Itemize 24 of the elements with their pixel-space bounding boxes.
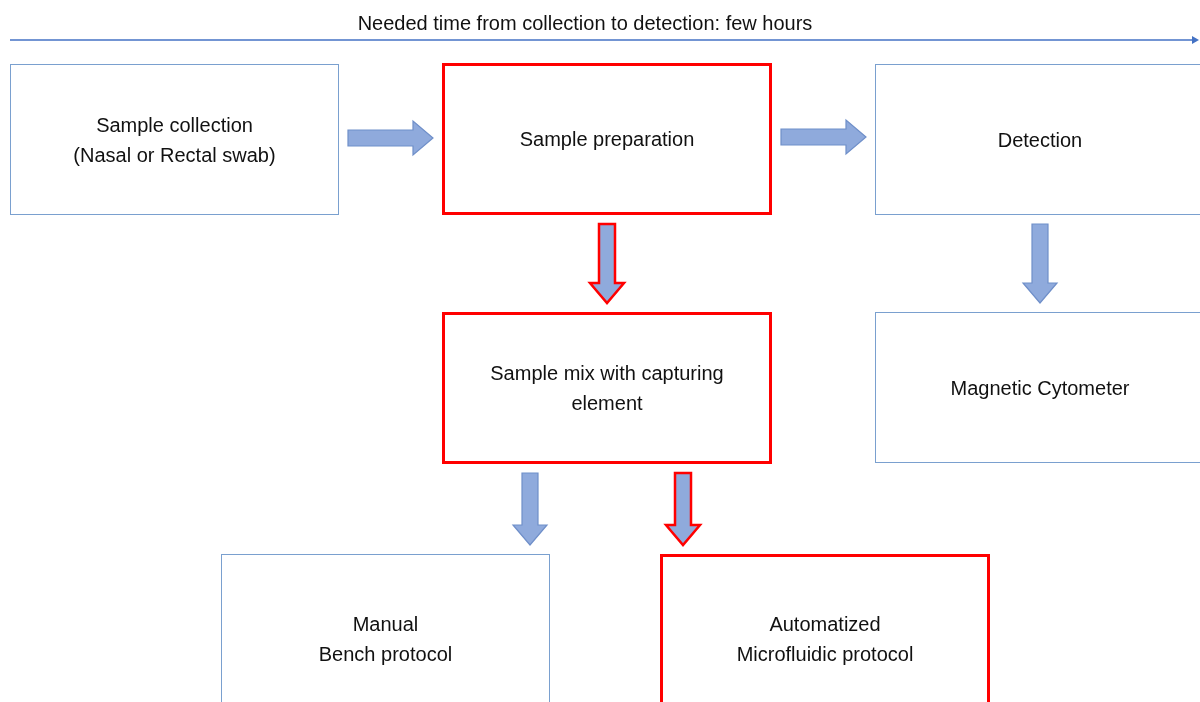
step-box <box>10 64 339 215</box>
step-label: Microfluidic protocol <box>736 642 914 667</box>
block-arrow <box>511 472 549 546</box>
step-label: Sample collection <box>96 112 253 138</box>
step-label: (Nasal or Rectal swab) <box>73 142 276 168</box>
step-label: Magnetic Cytometer <box>950 375 1130 401</box>
step-label: Manual <box>352 612 419 637</box>
step-label: Automatized <box>769 612 881 637</box>
step-label: Sample preparation <box>519 127 695 152</box>
step-box <box>875 64 1200 215</box>
step-label: Sample mix with capturing element <box>489 361 725 416</box>
step-box <box>875 312 1200 463</box>
step-box <box>221 554 550 702</box>
step-label: Bench protocol <box>318 642 453 667</box>
highlighted-step-box <box>442 312 772 464</box>
block-arrow <box>587 222 627 305</box>
block-arrow <box>1021 223 1059 304</box>
step-label: Detection <box>997 127 1083 153</box>
block-arrow <box>347 119 434 157</box>
highlighted-step-box <box>660 554 990 702</box>
block-arrow <box>663 471 703 547</box>
block-arrow <box>780 118 867 156</box>
highlighted-step-box <box>442 63 772 215</box>
timeline-label: Needed time from collection to detection: few hours <box>357 12 813 35</box>
